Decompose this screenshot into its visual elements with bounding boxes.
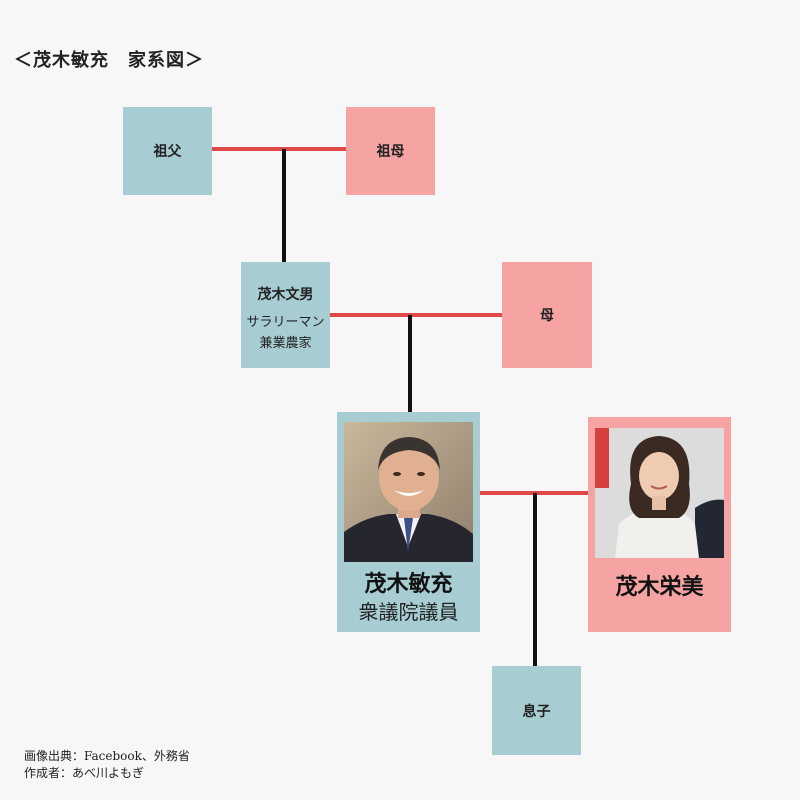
- eimi-photo: [595, 428, 724, 558]
- marriage-line-parents: [330, 313, 502, 317]
- page-title: ＜茂木敏充 家系図＞: [14, 50, 204, 71]
- eimi-name: 茂木栄美: [615, 574, 704, 600]
- node-toshimitsu: 茂木敏充 衆議院議員: [337, 412, 480, 632]
- credits-source: 画像出典：Facebook、外務省: [24, 749, 190, 763]
- node-eimi: 茂木栄美: [588, 417, 731, 632]
- node-son: 息子: [492, 666, 581, 755]
- eimi-portrait-icon: [595, 428, 724, 558]
- mother-name: 母: [540, 308, 554, 324]
- node-mother: 母: [502, 262, 592, 368]
- descent-line-grandparents-to-father: [282, 149, 286, 262]
- toshimitsu-role: 衆議院議員: [358, 600, 459, 624]
- credits: 画像出典：Facebook、外務省 作成者：あべ川よもぎ: [24, 748, 190, 782]
- father-name: 茂木文男: [257, 287, 314, 303]
- toshimitsu-photo: [344, 422, 473, 562]
- father-role: サラリーマン 兼業農家: [246, 312, 324, 354]
- marriage-line-grandparents: [212, 147, 346, 151]
- descent-line-parents-to-toshimitsu: [408, 315, 412, 412]
- toshimitsu-portrait-icon: [344, 422, 473, 562]
- grandfather-name: 祖父: [153, 144, 182, 160]
- node-grandmother: 祖母: [346, 107, 435, 195]
- credits-author: 作成者：あべ川よもぎ: [24, 766, 145, 780]
- node-grandfather: 祖父: [123, 107, 212, 195]
- node-father: 茂木文男 サラリーマン 兼業農家: [241, 262, 330, 368]
- son-name: 息子: [522, 703, 551, 720]
- toshimitsu-name: 茂木敏充: [364, 571, 453, 597]
- grandmother-name: 祖母: [376, 144, 405, 160]
- father-role-line1: サラリーマン: [246, 315, 325, 330]
- descent-line-to-son: [533, 493, 537, 667]
- father-role-line2: 兼業農家: [259, 336, 312, 351]
